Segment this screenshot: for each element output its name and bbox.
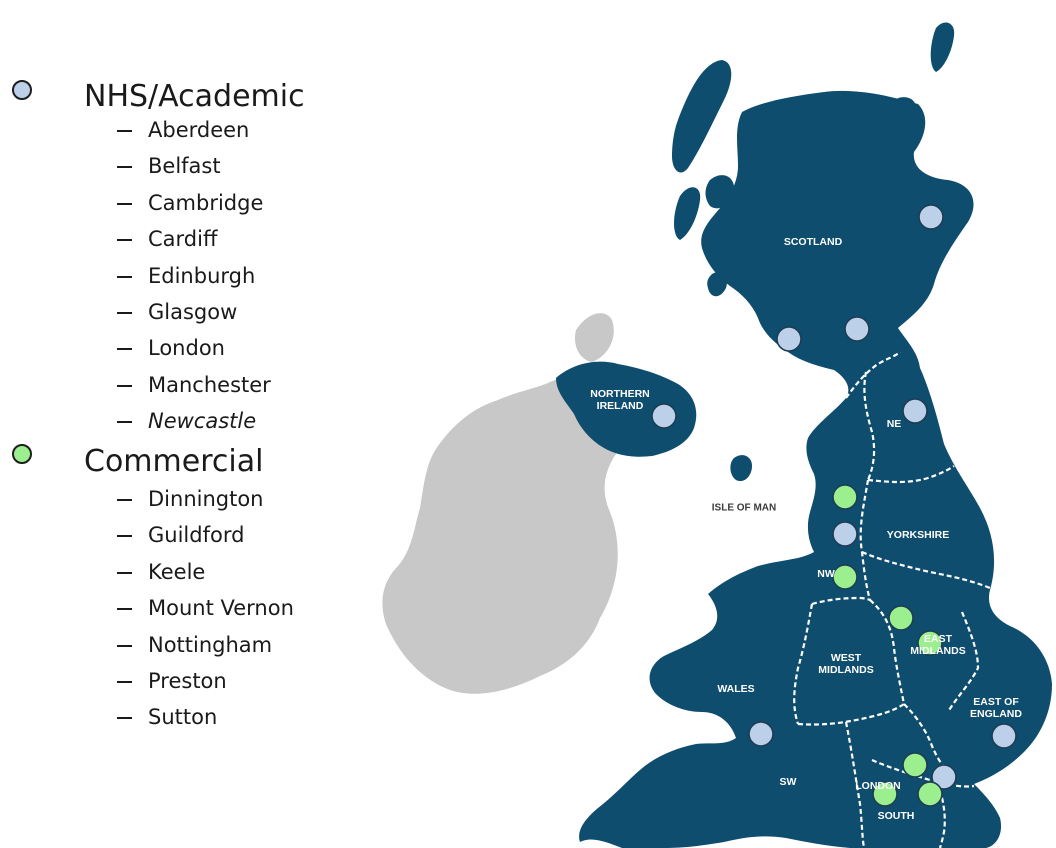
site-marker-newcastle: [902, 398, 928, 424]
site-name: Glasgow: [148, 299, 238, 324]
region-label-east-of-england: EAST OF ENGLAND: [970, 696, 1022, 720]
site-marker-cardiff: [748, 721, 774, 747]
site-marker-aberdeen: [918, 204, 944, 230]
site-marker-manchester: [832, 521, 858, 547]
border-nw-wm: [811, 596, 871, 606]
border-em-east: [947, 611, 980, 713]
site-marker-mount-vernon: [902, 752, 928, 778]
dash-bullet: [117, 130, 132, 132]
dash-bullet: [117, 535, 132, 538]
site-name: Guildford: [148, 523, 245, 548]
region-label-south: SOUTH: [877, 810, 915, 822]
commercial-marker-icon: [12, 444, 32, 464]
border-scotland-england: [845, 351, 901, 399]
site-name: Sutton: [148, 705, 218, 730]
site-name: Keele: [148, 559, 206, 584]
northern-ireland-landmass: [556, 361, 697, 457]
dash-bullet: [117, 275, 132, 278]
site-name: Manchester: [148, 372, 271, 397]
border-yorkshire-em: [861, 550, 991, 590]
site-name: Dinnington: [148, 487, 264, 511]
site-marker-edinburgh: [844, 316, 870, 342]
site-marker-london: [931, 764, 957, 790]
site-marker-cambridge: [991, 723, 1017, 749]
legend-title-nhs-academic: NHS/Academic: [84, 79, 305, 114]
border-nw-yorkshire: [859, 479, 872, 601]
ireland-north-coast: [574, 313, 614, 362]
great-britain-landmass: [579, 90, 1052, 848]
region-label-south-west: SW: [779, 776, 797, 788]
site-name: Belfast: [148, 154, 221, 179]
site-marker-nottingham: [917, 630, 943, 656]
dash-bullet: [117, 202, 132, 205]
site-name: London: [148, 336, 225, 361]
legend-title-commercial: Commercial: [84, 444, 264, 479]
shetland-island: [930, 22, 955, 73]
site-markers: [651, 204, 1017, 807]
border-wales-england: [793, 603, 814, 725]
site-marker-dinnington: [832, 484, 858, 510]
dash-bullet: [117, 644, 132, 647]
region-label-north-west: NW: [817, 568, 835, 580]
outer-hebrides: [672, 60, 732, 173]
sea-label-isle-of-man: ISLE OF MAN: [711, 502, 777, 514]
site-marker-keele: [888, 605, 914, 631]
site-name: Newcastle: [148, 409, 257, 434]
site-name: Nottingham: [148, 632, 273, 657]
dash-bullet: [117, 311, 132, 314]
region-label-wales: WALES: [717, 683, 755, 695]
dash-bullet: [117, 384, 132, 387]
region-label-northern-ireland: NORTHERN IRELAND: [590, 388, 650, 412]
dash-bullet: [117, 348, 132, 351]
border-sw-south: [844, 721, 866, 848]
site-name: Aberdeen: [148, 118, 250, 142]
dash-bullet: [117, 166, 132, 169]
isle-of-man-landmass: [730, 455, 752, 482]
region-label-north-east: NE: [886, 418, 902, 430]
site-name: Edinburgh: [148, 263, 256, 288]
dash-bullet: [117, 608, 132, 611]
region-label-east-midlands: EAST MIDLANDS: [910, 633, 966, 657]
border-south-se: [938, 789, 946, 848]
dash-bullet: [117, 499, 132, 501]
border-wm-em: [869, 599, 906, 705]
site-name: Cardiff: [148, 227, 218, 252]
region-label-london: LONDON: [855, 780, 901, 792]
region-label-yorkshire: YORKSHIRE: [886, 529, 950, 541]
site-name: Preston: [148, 668, 227, 693]
border-ne-yorkshire: [867, 465, 955, 484]
site-marker-glasgow: [776, 326, 802, 352]
dash-bullet: [117, 421, 132, 424]
site-marker-sutton: [917, 781, 943, 807]
dash-bullet: [117, 680, 132, 683]
nhs-academic-marker-icon: [12, 80, 32, 100]
site-name: Cambridge: [148, 190, 264, 215]
dash-bullet: [117, 239, 132, 242]
site-name: Mount Vernon: [148, 596, 294, 621]
ireland-landmass: [382, 375, 665, 694]
border-wm-south: [797, 703, 905, 726]
site-marker-preston: [832, 564, 858, 590]
dash-bullet: [117, 571, 132, 574]
dash-bullet: [117, 717, 132, 720]
hebrides-south: [674, 187, 701, 240]
site-marker-belfast: [651, 403, 677, 429]
border-ne-nw: [863, 371, 876, 481]
region-label-scotland: SCOTLAND: [783, 236, 843, 248]
site-marker-guildford: [872, 781, 898, 807]
region-label-west-midlands: WEST MIDLANDS: [818, 652, 874, 676]
border-london-south: [871, 758, 975, 788]
